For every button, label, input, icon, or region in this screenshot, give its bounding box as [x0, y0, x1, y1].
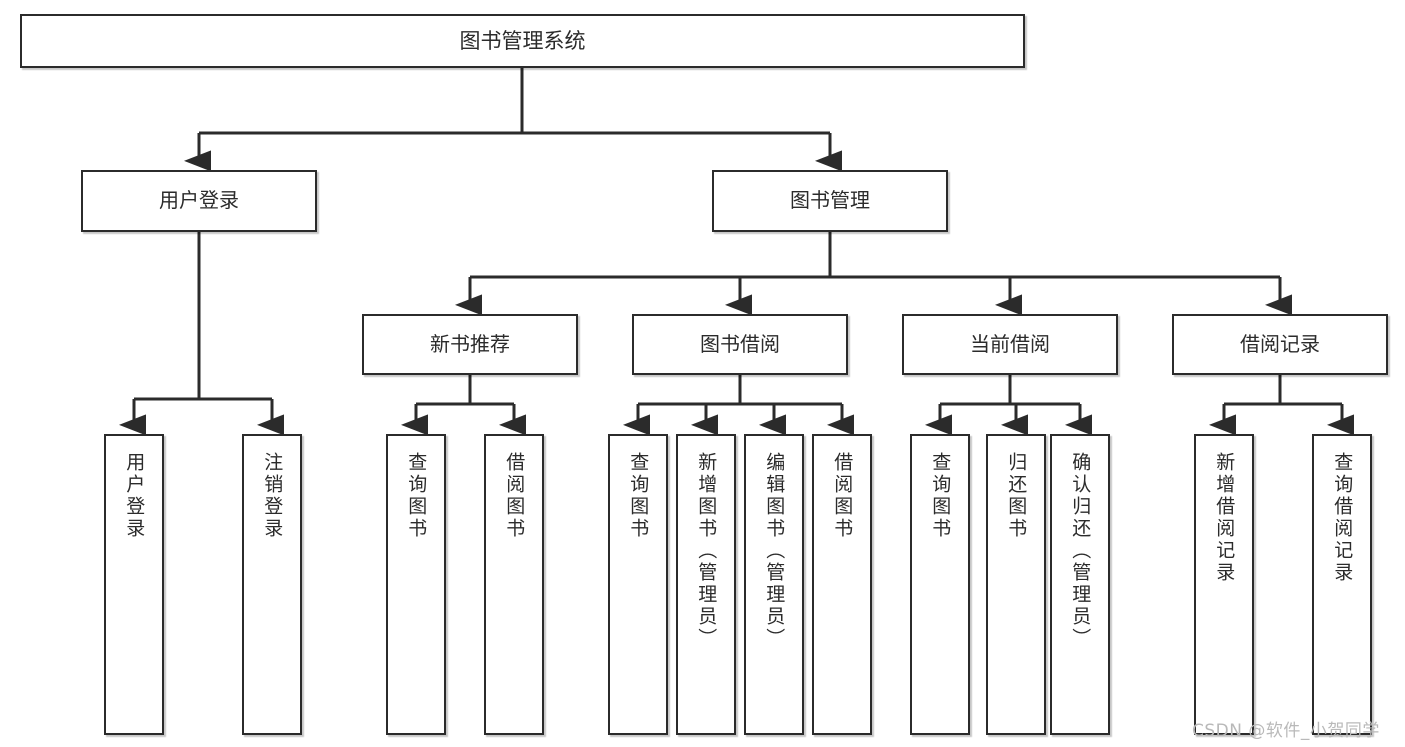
node-root-label: 图书管理系统 — [459, 28, 586, 53]
node-leaf-confirm-return[interactable]: 确认归还（管理员） — [1050, 434, 1110, 735]
node-leaf-query-book-3[interactable]: 查询图书 — [910, 434, 970, 735]
node-leaf-return-book-label: 归还图书 — [1005, 452, 1028, 540]
node-leaf-borrow-book-1-label: 借阅图书 — [503, 452, 526, 540]
node-current-borrow[interactable]: 当前借阅 — [902, 314, 1118, 375]
node-new-book-recommend-label: 新书推荐 — [430, 331, 510, 356]
node-leaf-logout-label: 注销登录 — [261, 452, 284, 540]
csdn-watermark: CSDN @软件_小贺同学 — [1192, 721, 1380, 741]
node-leaf-edit-book[interactable]: 编辑图书（管理员） — [744, 434, 804, 735]
node-leaf-query-book-3-label: 查询图书 — [929, 452, 952, 540]
node-leaf-add-book[interactable]: 新增图书（管理员） — [676, 434, 736, 735]
node-new-book-recommend[interactable]: 新书推荐 — [362, 314, 578, 375]
node-leaf-borrow-book-2-label: 借阅图书 — [831, 452, 854, 540]
node-leaf-borrow-book-1[interactable]: 借阅图书 — [484, 434, 544, 735]
node-leaf-borrow-book-2[interactable]: 借阅图书 — [812, 434, 872, 735]
node-leaf-query-book-2[interactable]: 查询图书 — [608, 434, 668, 735]
node-leaf-query-book-1[interactable]: 查询图书 — [386, 434, 446, 735]
node-user-login[interactable]: 用户登录 — [81, 170, 317, 232]
node-book-borrow-label: 图书借阅 — [700, 331, 780, 356]
node-book-manage[interactable]: 图书管理 — [712, 170, 948, 232]
node-leaf-add-record[interactable]: 新增借阅记录 — [1194, 434, 1254, 735]
node-leaf-query-record[interactable]: 查询借阅记录 — [1312, 434, 1372, 735]
node-leaf-query-book-2-label: 查询图书 — [627, 452, 650, 540]
node-leaf-user-login-label: 用户登录 — [123, 452, 146, 540]
node-leaf-query-book-1-label: 查询图书 — [405, 452, 428, 540]
node-current-borrow-label: 当前借阅 — [970, 331, 1050, 356]
node-leaf-user-login[interactable]: 用户登录 — [104, 434, 164, 735]
node-leaf-confirm-return-label: 确认归还（管理员） — [1069, 452, 1092, 650]
node-leaf-add-book-label: 新增图书（管理员） — [695, 452, 718, 650]
node-leaf-edit-book-label: 编辑图书（管理员） — [763, 452, 786, 650]
node-book-borrow[interactable]: 图书借阅 — [632, 314, 848, 375]
node-root[interactable]: 图书管理系统 — [20, 14, 1025, 68]
node-leaf-return-book[interactable]: 归还图书 — [986, 434, 1046, 735]
node-borrow-record[interactable]: 借阅记录 — [1172, 314, 1388, 375]
node-user-login-label: 用户登录 — [159, 188, 239, 213]
node-borrow-record-label: 借阅记录 — [1240, 331, 1320, 356]
node-leaf-add-record-label: 新增借阅记录 — [1213, 452, 1236, 584]
node-book-manage-label: 图书管理 — [790, 188, 870, 213]
node-leaf-logout[interactable]: 注销登录 — [242, 434, 302, 735]
node-leaf-query-record-label: 查询借阅记录 — [1331, 452, 1354, 584]
